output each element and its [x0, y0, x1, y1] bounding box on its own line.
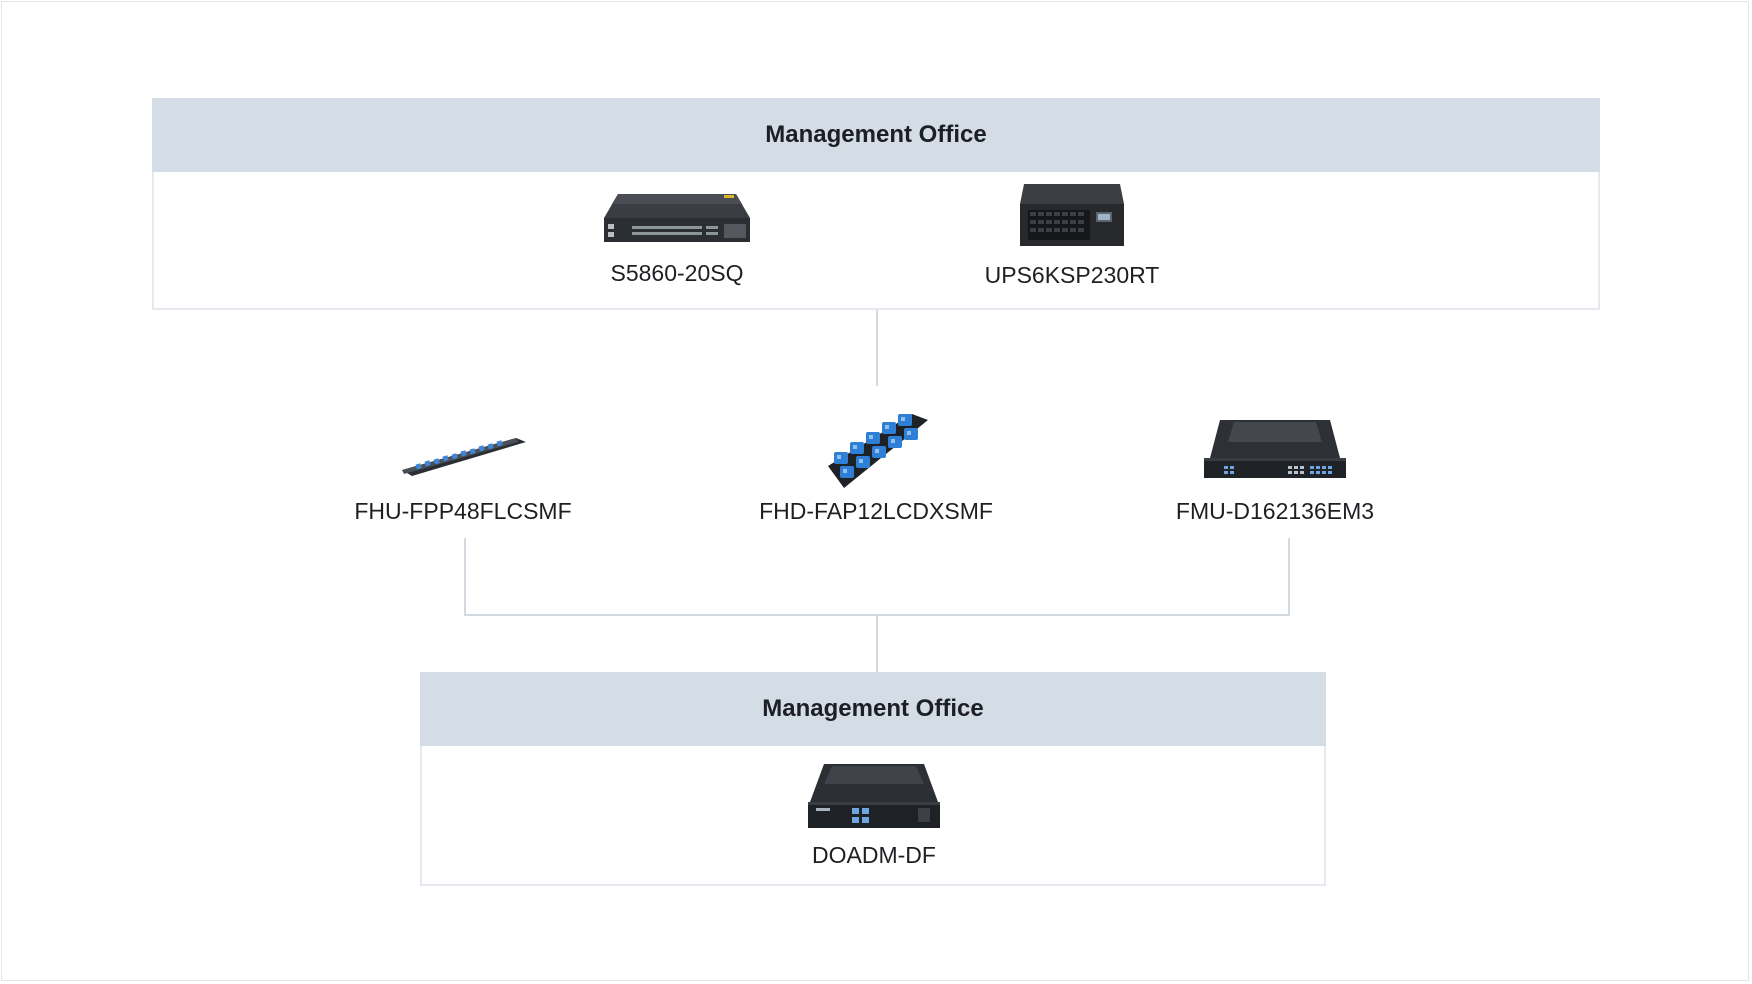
connector-left-down	[464, 538, 466, 616]
device-label-s5860: S5860-20SQ	[610, 260, 744, 286]
device-s5860: S5860-20SQ	[604, 190, 750, 286]
device-fhu: FHU-FPP48FLCSMF	[354, 436, 572, 524]
device-fhd: FHD-FAP12LCDXSMF	[759, 406, 993, 524]
bottom-office-header: Management Office	[420, 672, 1326, 746]
device-label-fhd: FHD-FAP12LCDXSMF	[759, 498, 993, 524]
device-label-doadm: DOADM-DF	[812, 842, 936, 868]
device-fmu: FMU-D162136EM3	[1176, 418, 1374, 524]
patch-panel-icon	[402, 438, 526, 476]
connector-right-down	[1288, 538, 1290, 616]
oadm-module-icon	[808, 764, 940, 828]
top-office-header: Management Office	[152, 98, 1600, 172]
bottom-office-title: Management Office	[762, 695, 984, 722]
device-label-fmu: FMU-D162136EM3	[1175, 498, 1375, 524]
connector-top	[876, 310, 878, 386]
device-label-fhu: FHU-FPP48FLCSMF	[354, 498, 572, 524]
connector-bottom	[876, 614, 878, 674]
ups-icon	[1020, 184, 1124, 246]
adapter-panel-icon	[828, 414, 928, 488]
top-office-box: Management Office	[152, 98, 1600, 310]
mux-rack-icon	[1204, 420, 1346, 478]
device-ups: UPS6KSP230RT	[985, 182, 1159, 288]
top-office-title: Management Office	[765, 121, 987, 148]
network-switch-icon	[604, 194, 750, 242]
device-label-ups: UPS6KSP230RT	[984, 262, 1160, 288]
device-doadm: DOADM-DF	[806, 762, 942, 868]
